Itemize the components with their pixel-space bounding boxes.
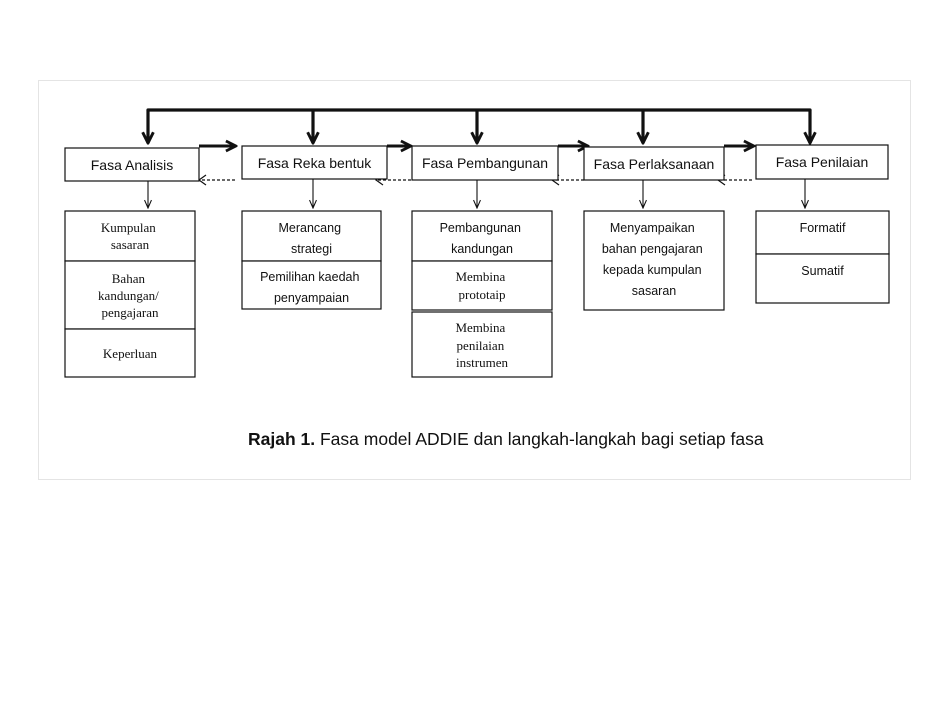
step-merancang-strategi: Merancang strategi xyxy=(278,221,344,256)
step-sumatif: Sumatif xyxy=(801,264,844,278)
feedback-loop xyxy=(148,108,810,143)
reka-bentuk-steps: Merancang strategi Pemilihan kaedah peny… xyxy=(241,210,382,310)
step-menyampaikan-bahan: Menyampaikan bahan pengajaran kepada kum… xyxy=(602,221,706,298)
phase-pembangunan: Fasa Pembangunan xyxy=(411,145,559,181)
phase-label: Fasa Perlaksanaan xyxy=(594,156,715,172)
phase-reka-bentuk: Fasa Reka bentuk xyxy=(241,145,388,180)
analisis-steps: Kumpulan sasaran Bahan kandungan/ pengaj… xyxy=(64,210,196,378)
phase-step-connectors xyxy=(148,179,805,208)
penilaian-steps: Formatif Sumatif xyxy=(755,210,890,304)
phase-analisis: Fasa Analisis xyxy=(64,147,200,182)
step-pembangunan-kandungan: Pembangunan kandungan xyxy=(440,221,525,256)
step-membina-prototaip: Membina prototaip xyxy=(455,269,508,302)
figure-caption: Rajah 1. Fasa model ADDIE dan langkah-la… xyxy=(248,429,764,449)
caption-label: Rajah 1. xyxy=(248,429,315,449)
step-bahan-kandungan: Bahan kandungan/ pengajaran xyxy=(98,271,162,320)
phase-penilaian: Fasa Penilaian xyxy=(755,144,889,180)
step-kumpulan-sasaran: Kumpulan sasaran xyxy=(101,220,159,252)
phase-label: Fasa Pembangunan xyxy=(422,155,548,171)
phase-label: Fasa Reka bentuk xyxy=(258,155,373,171)
step-membina-penilaian-instrumen: Membina penilaian instrumen xyxy=(455,320,508,370)
phase-perlaksanaan: Fasa Perlaksanaan xyxy=(583,146,725,181)
step-pemilihan-kaedah: Pemilihan kaedah penyampaian xyxy=(260,270,363,305)
step-keperluan: Keperluan xyxy=(103,346,158,361)
pembangunan-steps: Pembangunan kandungan Membina prototaip … xyxy=(411,210,553,378)
phase-label: Fasa Penilaian xyxy=(776,154,869,170)
caption-text: Fasa model ADDIE dan langkah-langkah bag… xyxy=(315,429,764,449)
phase-label: Fasa Analisis xyxy=(91,157,173,173)
step-formatif: Formatif xyxy=(800,221,846,235)
perlaksanaan-steps: Menyampaikan bahan pengajaran kepada kum… xyxy=(583,210,725,311)
